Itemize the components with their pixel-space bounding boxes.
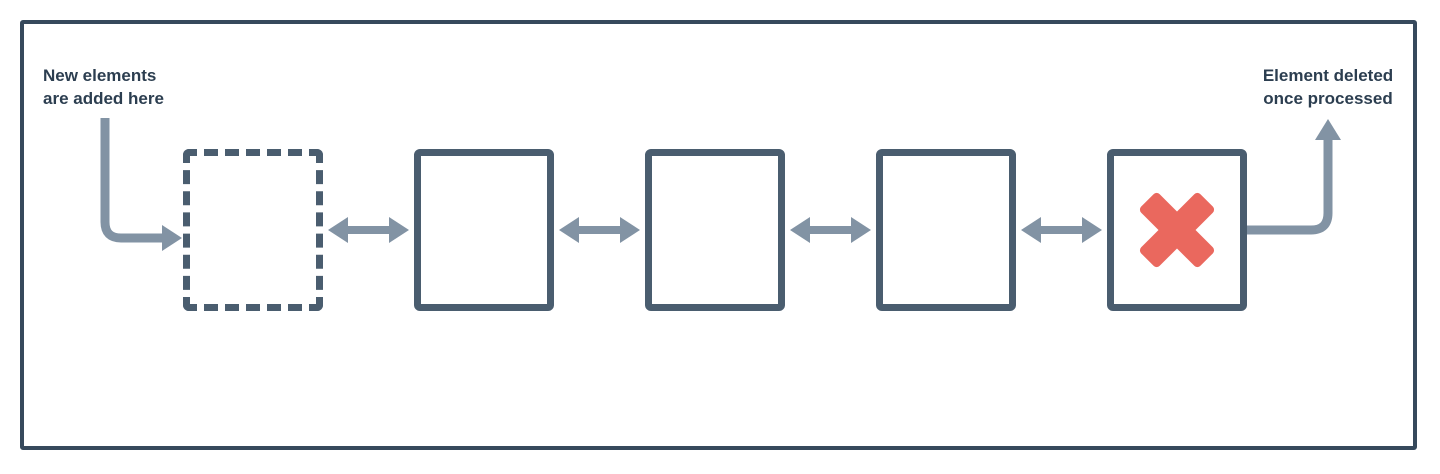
bidirectional-arrow-1	[328, 217, 409, 243]
x-mark-icon	[1139, 192, 1215, 268]
bidirectional-arrow-3	[790, 217, 871, 243]
dequeue-arrow	[1247, 119, 1341, 235]
dequeue-label-line2: once processed	[1263, 89, 1393, 108]
enqueue-label-line1: New elements	[43, 66, 157, 85]
bidirectional-arrow-2	[559, 217, 640, 243]
dequeue-label: Element deleted once processed	[1248, 64, 1408, 110]
diagram-frame	[20, 20, 1417, 450]
enqueue-label: New elements are added here	[43, 64, 164, 110]
queue-box-4	[876, 149, 1016, 311]
enqueue-arrow	[100, 118, 182, 251]
queue-box-5	[1107, 149, 1247, 311]
enqueue-label-line2: are added here	[43, 89, 164, 108]
queue-box-1	[183, 149, 323, 311]
dequeue-label-line1: Element deleted	[1262, 66, 1394, 85]
queue-box-2	[414, 149, 554, 311]
queue-box-3	[645, 149, 785, 311]
bidirectional-arrow-4	[1021, 217, 1102, 243]
